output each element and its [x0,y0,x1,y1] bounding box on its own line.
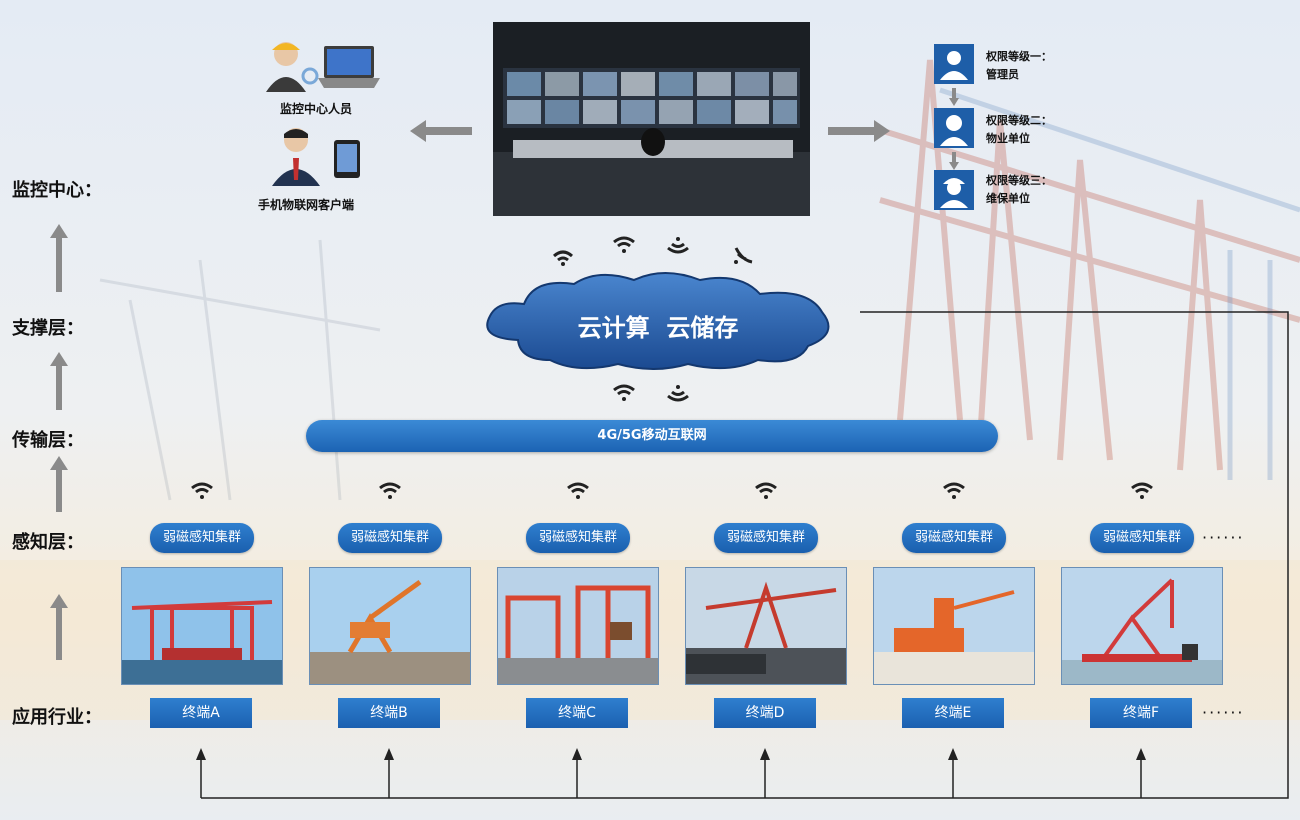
feedback-connector [0,0,1300,820]
